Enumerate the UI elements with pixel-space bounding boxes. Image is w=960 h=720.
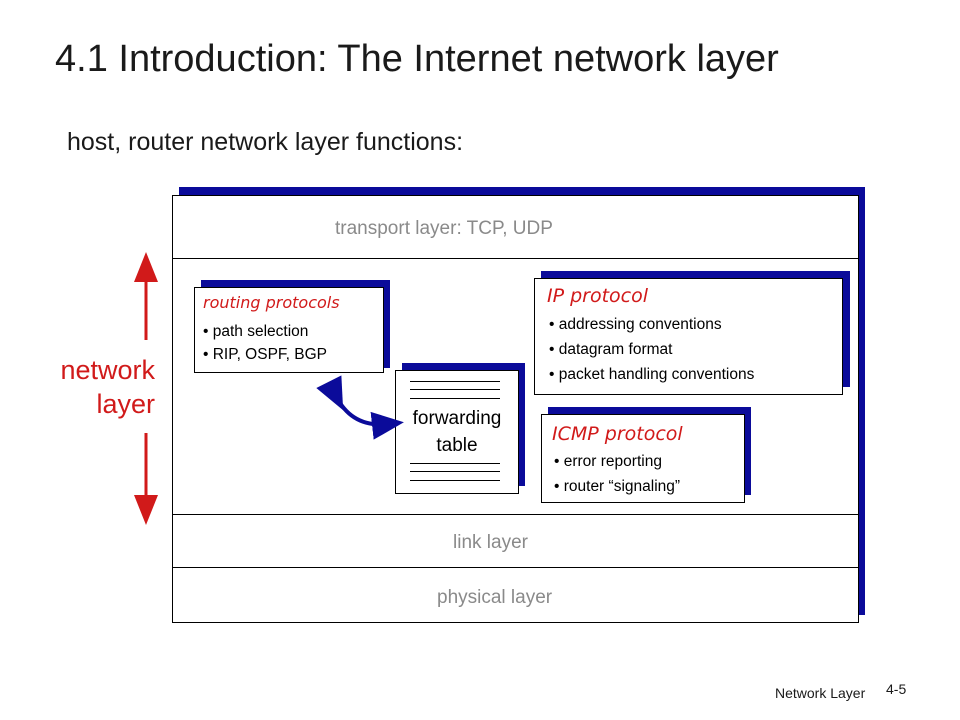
ip-item: • datagram format: [549, 341, 673, 358]
table-row-line: [410, 381, 500, 382]
link-layer-label: link layer: [453, 532, 528, 553]
layer-divider-transport: [172, 258, 859, 259]
ip-protocol-box: IP protocol • addressing conventions • d…: [534, 278, 843, 395]
slide-subtitle: host, router network layer functions:: [67, 128, 464, 156]
forwarding-table-label-line: forwarding: [412, 408, 502, 429]
routing-item: • RIP, OSPF, BGP: [203, 346, 328, 363]
forwarding-table-label-line: table: [436, 435, 478, 456]
routing-item: • path selection: [203, 323, 309, 340]
table-row-line: [410, 463, 500, 464]
network-layer-label-line: network: [60, 355, 155, 385]
physical-layer-label: physical layer: [437, 587, 553, 608]
page-number: 4-5: [886, 681, 907, 697]
network-layer-label: network layer: [60, 353, 155, 421]
ip-item: • packet handling conventions: [549, 366, 755, 383]
routing-protocols-box: routing protocols • path selection • RIP…: [194, 287, 384, 373]
table-row-line: [410, 480, 500, 481]
icmp-item: • router “signaling”: [554, 478, 681, 495]
routing-to-table-arrow: [316, 375, 404, 440]
routing-protocols-title: routing protocols: [203, 293, 340, 312]
table-row-line: [410, 398, 500, 399]
network-layer-label-line: layer: [96, 389, 155, 419]
forwarding-table-label: forwarding table: [396, 405, 518, 459]
icmp-item: • error reporting: [554, 453, 662, 470]
slide-title: 4.1 Introduction: The Internet network l…: [55, 38, 779, 80]
transport-layer-label: transport layer: TCP, UDP: [335, 218, 553, 239]
ip-protocol-title: IP protocol: [547, 285, 649, 307]
table-row-line: [410, 389, 500, 390]
layer-divider-physical: [172, 567, 859, 568]
table-row-line: [410, 471, 500, 472]
layer-divider-link: [172, 514, 859, 515]
icmp-protocol-title: ICMP protocol: [552, 423, 683, 445]
footer-chapter-label: Network Layer: [775, 685, 866, 701]
icmp-protocol-box: ICMP protocol • error reporting • router…: [541, 414, 745, 503]
ip-item: • addressing conventions: [549, 316, 722, 333]
forwarding-table: forwarding table: [395, 370, 519, 494]
